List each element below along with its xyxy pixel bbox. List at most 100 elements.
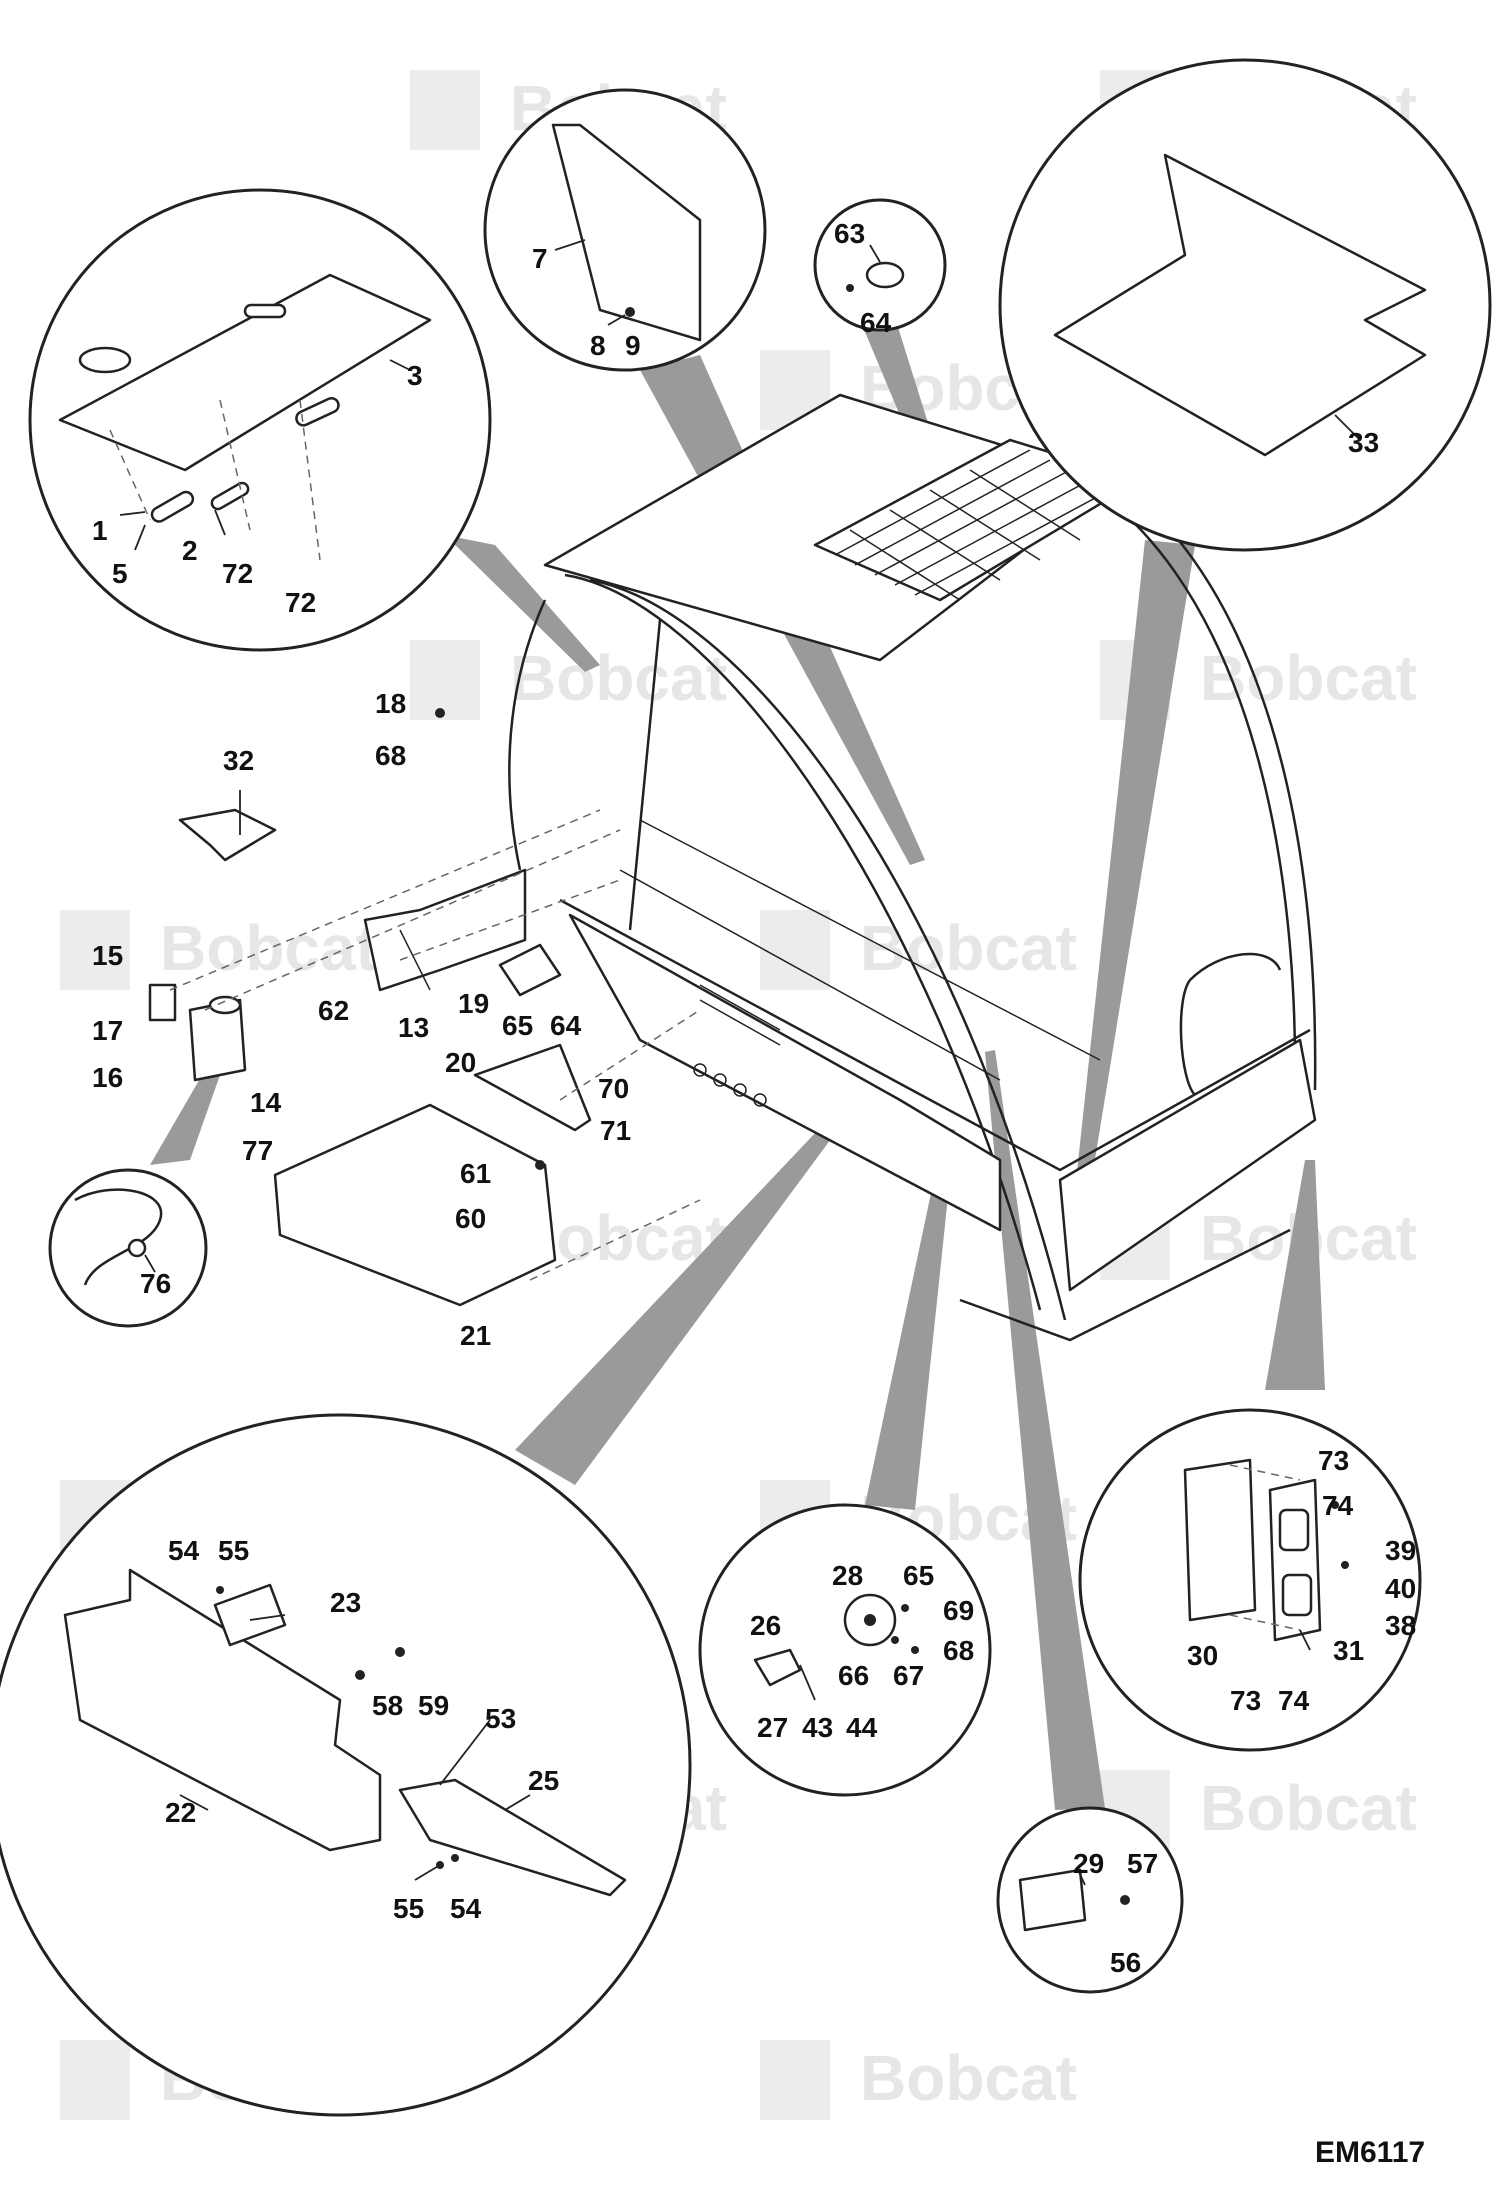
callout-54: 54 [168, 1535, 200, 1566]
detail-circle-headliner [998, 58, 1492, 552]
watermark-text: Bobcat [160, 912, 377, 984]
callout-69: 69 [943, 1595, 974, 1626]
part-3-panel [58, 273, 432, 472]
callout-2: 2 [182, 535, 198, 566]
detail-circle-side-panel [483, 88, 767, 372]
callout-29: 29 [1073, 1848, 1104, 1879]
callout-61: 61 [460, 1158, 491, 1189]
callout-68: 68 [375, 740, 406, 771]
callout-74: 74 [1278, 1685, 1310, 1716]
callout-39: 39 [1385, 1535, 1416, 1566]
detail-circle-console-panels [0, 1413, 692, 2117]
cab-lower-panel [568, 913, 1002, 1232]
callout-65: 65 [903, 1560, 934, 1591]
callout-31: 31 [1333, 1635, 1364, 1666]
callout-22: 22 [165, 1797, 196, 1828]
callout-38: 38 [1385, 1610, 1416, 1641]
cab-right-base [1058, 1038, 1317, 1292]
callout-64: 64 [860, 307, 892, 338]
watermark-text: Bobcat [1200, 1772, 1417, 1844]
part-25-trim [398, 1778, 627, 1897]
part-13-duct [363, 868, 527, 992]
callout-76: 76 [140, 1268, 171, 1299]
callout-13: 13 [398, 1012, 429, 1043]
callout-30: 30 [1187, 1640, 1218, 1671]
callout-65: 65 [502, 1010, 533, 1041]
callout-67: 67 [893, 1660, 924, 1691]
callout-8: 8 [590, 330, 606, 361]
watermark-text: Bobcat [860, 2042, 1077, 2114]
watermark-text: Bobcat [510, 642, 727, 714]
part-23-plate [213, 1583, 287, 1647]
callout-53: 53 [485, 1703, 516, 1734]
detail-circle-fan [698, 1503, 992, 1797]
part-21-panel [273, 1103, 557, 1307]
callout-27: 27 [757, 1712, 788, 1743]
callout-18: 18 [375, 688, 406, 719]
callout-63: 63 [834, 218, 865, 249]
callout-20: 20 [445, 1047, 476, 1078]
callout-70: 70 [598, 1073, 629, 1104]
callout-44: 44 [846, 1712, 878, 1743]
callout-73: 73 [1230, 1685, 1261, 1716]
detail-circle-hinge [813, 198, 947, 332]
callout-labels: 3 1 5 2 72 72 7 8 9 63 64 33 18 68 32 15… [92, 218, 1416, 1978]
callout-26: 26 [750, 1610, 781, 1641]
callout-68: 68 [943, 1635, 974, 1666]
callout-19: 19 [458, 988, 489, 1019]
detail-circle-roof-trim [28, 188, 492, 652]
callout-28: 28 [832, 1560, 863, 1591]
callout-15: 15 [92, 940, 123, 971]
callout-71: 71 [600, 1115, 631, 1146]
callout-3: 3 [407, 360, 423, 391]
part-22-panel [63, 1568, 382, 1852]
callout-62: 62 [318, 995, 349, 1026]
part-20-bracket [473, 1043, 592, 1132]
callout-55: 55 [218, 1535, 249, 1566]
callout-57: 57 [1127, 1848, 1158, 1879]
callout-5: 5 [112, 558, 128, 589]
callout-23: 23 [330, 1587, 361, 1618]
callout-74: 74 [1322, 1490, 1354, 1521]
detail-circle-side-vent [1078, 1408, 1422, 1752]
callout-7: 7 [532, 243, 548, 274]
part-32-bracket [178, 808, 277, 862]
detail-circle-cover [996, 1806, 1184, 1994]
callout-73: 73 [1318, 1445, 1349, 1476]
callout-16: 16 [92, 1062, 123, 1093]
part-7-panel [551, 123, 702, 342]
cab-frame [508, 393, 1317, 1342]
drawing-code: EM6117 [1315, 2136, 1425, 2169]
part-15-switch [148, 983, 177, 1022]
callout-55: 55 [393, 1893, 424, 1924]
watermark-text: Bobcat [860, 912, 1077, 984]
part-29-cover [1018, 1868, 1087, 1932]
callout-14: 14 [250, 1087, 282, 1118]
callout-21: 21 [460, 1320, 491, 1351]
callout-33: 33 [1348, 427, 1379, 458]
callout-25: 25 [528, 1765, 559, 1796]
callout-17: 17 [92, 1015, 123, 1046]
callout-59: 59 [418, 1690, 449, 1721]
callout-60: 60 [455, 1203, 486, 1234]
watermark-text: Bobcat [1200, 642, 1417, 714]
callout-56: 56 [1110, 1947, 1141, 1978]
callout-1: 1 [92, 515, 108, 546]
detail-circle-harness [48, 1168, 208, 1328]
callout-72: 72 [222, 558, 253, 589]
callout-43: 43 [802, 1712, 833, 1743]
callout-58: 58 [372, 1690, 403, 1721]
callout-72: 72 [285, 587, 316, 618]
callout-66: 66 [838, 1660, 869, 1691]
callout-32: 32 [223, 745, 254, 776]
callout-9: 9 [625, 330, 641, 361]
callout-40: 40 [1385, 1573, 1416, 1604]
part-33-headliner [1053, 153, 1427, 457]
part-30-panel [1183, 1458, 1257, 1622]
callout-54: 54 [450, 1893, 482, 1924]
part-19-plate [498, 943, 562, 997]
loose-parts [148, 708, 701, 1307]
callout-77: 77 [242, 1135, 273, 1166]
callout-64: 64 [550, 1010, 582, 1041]
